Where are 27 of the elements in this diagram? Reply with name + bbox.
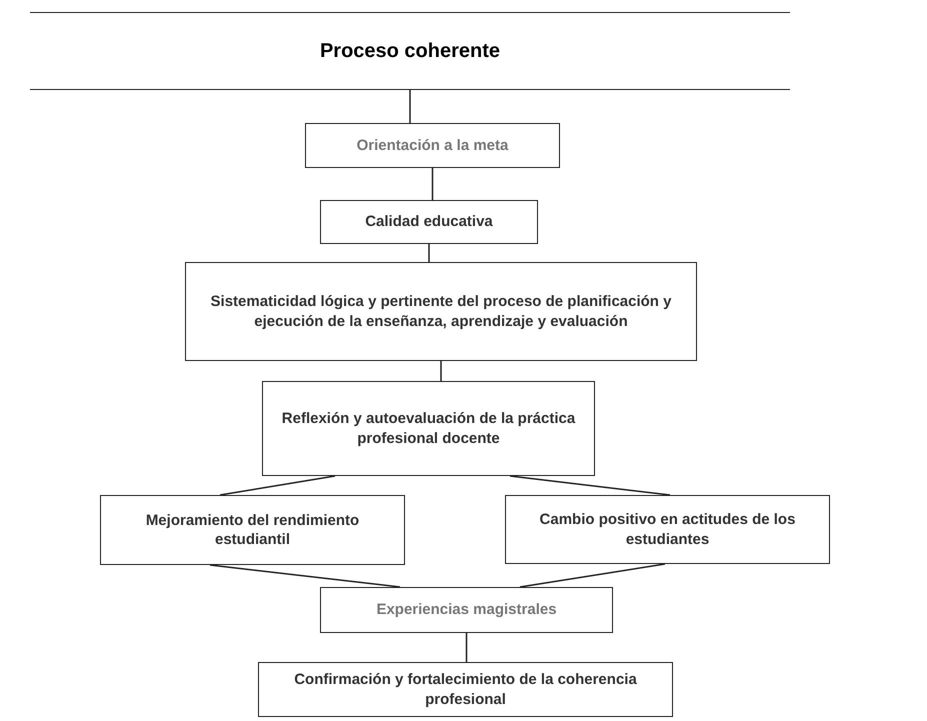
connector-line [520,563,666,588]
process-box [258,662,673,717]
box-text: Orientación a la meta [356,136,508,156]
process-box [262,381,595,476]
box-text: Sistematicidad lógica y pertinente del proceso de planificación y ejecución de la enseñanza, aprendizaje y evaluación [210,292,672,331]
box-text: Cambio positivo en actitudes de los estudiantes [538,510,796,549]
box-text: Reflexión y autoevaluación de la práctica profesional docente [280,409,576,448]
connector-line [466,633,468,662]
process-box [185,262,697,361]
connector-line [210,564,400,588]
box-text: Mejoramiento del rendimiento estudiantil [144,510,360,550]
process-box [305,123,560,168]
connector-line [440,361,442,381]
process-box [320,200,538,244]
process-box [505,495,830,564]
connector-line [220,475,336,496]
title-band [30,12,790,90]
box-text: Proceso coherente [320,39,500,64]
box-text: Confirmación y fortalecimiento de la coherencia profesional [293,670,638,709]
connector-line [432,168,434,200]
box-text: Calidad educativa [365,212,493,232]
process-box [100,495,405,565]
connector-line [510,475,670,496]
process-box [320,587,613,633]
box-text: Experiencias magistrales [376,600,557,620]
connector-line [428,244,430,262]
connector-line [409,90,411,123]
